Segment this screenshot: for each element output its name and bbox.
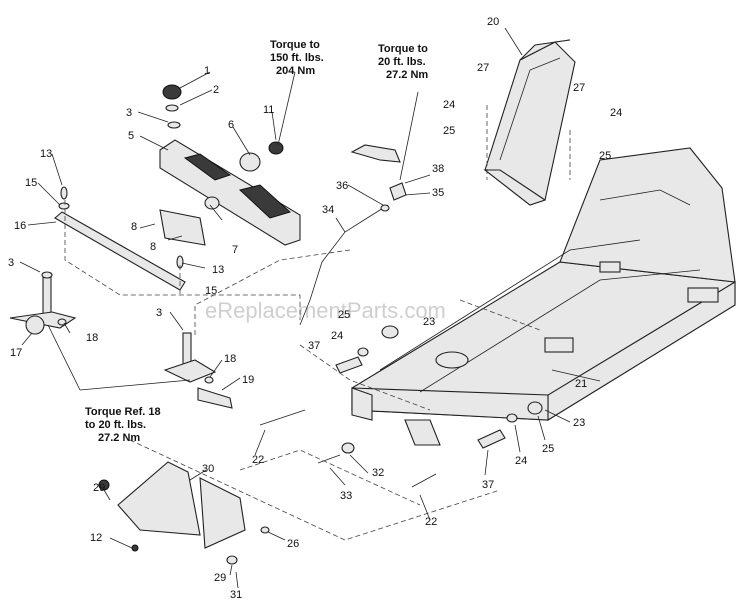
callout-22: 22 (425, 516, 437, 528)
callout-25: 25 (542, 443, 554, 455)
callout-18: 18 (224, 353, 236, 365)
callout-23: 23 (573, 417, 585, 429)
callout-24: 24 (331, 330, 343, 342)
callout-7: 7 (232, 244, 238, 256)
front-plate (98, 461, 270, 565)
watermark: eReplacementParts.com (205, 298, 446, 323)
leader-lines (19, 27, 601, 589)
callout-24: 24 (610, 107, 622, 119)
callout-3: 3 (126, 107, 132, 119)
callout-37: 37 (482, 479, 494, 491)
callout-26: 26 (287, 538, 299, 550)
callout-20: 20 (487, 16, 499, 28)
callout-24: 24 (515, 455, 527, 467)
callout-3: 3 (156, 307, 162, 319)
callout-31: 31 (230, 589, 242, 601)
callout-37: 37 (308, 340, 320, 352)
callout-22: 22 (252, 454, 264, 466)
callout-30: 30 (202, 463, 214, 475)
callout-32: 32 (372, 467, 384, 479)
torque-note-150: Torque to 150 ft. lbs. 204 Nm (270, 39, 324, 77)
callout-24: 24 (443, 99, 455, 111)
main-frame (351, 147, 736, 446)
callout-6: 6 (228, 119, 234, 131)
svg-text:Torque Ref. 18: Torque Ref. 18 (85, 406, 161, 418)
callout-23: 23 (423, 316, 435, 328)
callout-2: 2 (213, 84, 219, 96)
callout-36: 36 (336, 180, 348, 192)
svg-text:204 Nm: 204 Nm (276, 65, 315, 77)
callout-25: 25 (599, 150, 611, 162)
front-axle (159, 84, 301, 246)
callout-8: 8 (131, 221, 137, 233)
svg-text:Torque to: Torque to (270, 39, 320, 51)
callout-33: 33 (340, 490, 352, 502)
callout-29: 29 (93, 482, 105, 494)
drag-link (54, 186, 186, 291)
callout-15: 15 (25, 177, 37, 189)
callout-12: 12 (90, 532, 102, 544)
callout-15: 15 (205, 285, 217, 297)
callout-16: 16 (14, 220, 26, 232)
callout-18: 18 (86, 332, 98, 344)
callout-labels: 1 2 3 5 6 11 13 15 16 8 8 7 13 15 3 17 1… (8, 16, 622, 601)
callout-5: 5 (128, 130, 134, 142)
alignment-lines (64, 105, 571, 541)
callout-25: 25 (443, 125, 455, 137)
svg-text:20 ft. lbs.: 20 ft. lbs. (378, 56, 426, 68)
svg-text:150 ft. lbs.: 150 ft. lbs. (270, 52, 324, 64)
callout-21: 21 (575, 378, 587, 390)
callout-34: 34 (322, 204, 334, 216)
callout-29: 29 (214, 572, 226, 584)
callout-13: 13 (40, 148, 52, 160)
brake-rod (299, 144, 407, 326)
torque-note-ref: Torque Ref. 18 to 20 ft. lbs. 27.2 Nm (85, 406, 161, 444)
svg-text:27.2 Nm: 27.2 Nm (98, 432, 140, 444)
callout-19: 19 (242, 374, 254, 386)
svg-text:27.2 Nm: 27.2 Nm (386, 69, 428, 81)
right-spindle (163, 332, 233, 409)
callout-38: 38 (432, 163, 444, 175)
dash-tower (483, 39, 576, 206)
left-spindle (9, 271, 77, 335)
callout-3: 3 (8, 257, 14, 269)
callout-27: 27 (573, 82, 585, 94)
axle-bracket (139, 209, 206, 246)
svg-text:to 20 ft. lbs.: to 20 ft. lbs. (85, 419, 146, 431)
callout-8: 8 (150, 241, 156, 253)
callout-35: 35 (432, 187, 444, 199)
callout-11: 11 (263, 104, 274, 116)
callout-17: 17 (10, 347, 22, 359)
callout-27: 27 (477, 62, 489, 74)
svg-text:Torque to: Torque to (378, 43, 428, 55)
frame-hardware (259, 325, 543, 488)
callout-13: 13 (212, 264, 224, 276)
callout-1: 1 (204, 65, 210, 77)
torque-note-20: Torque to 20 ft. lbs. 27.2 Nm (378, 43, 428, 81)
callout-25: 25 (338, 309, 350, 321)
